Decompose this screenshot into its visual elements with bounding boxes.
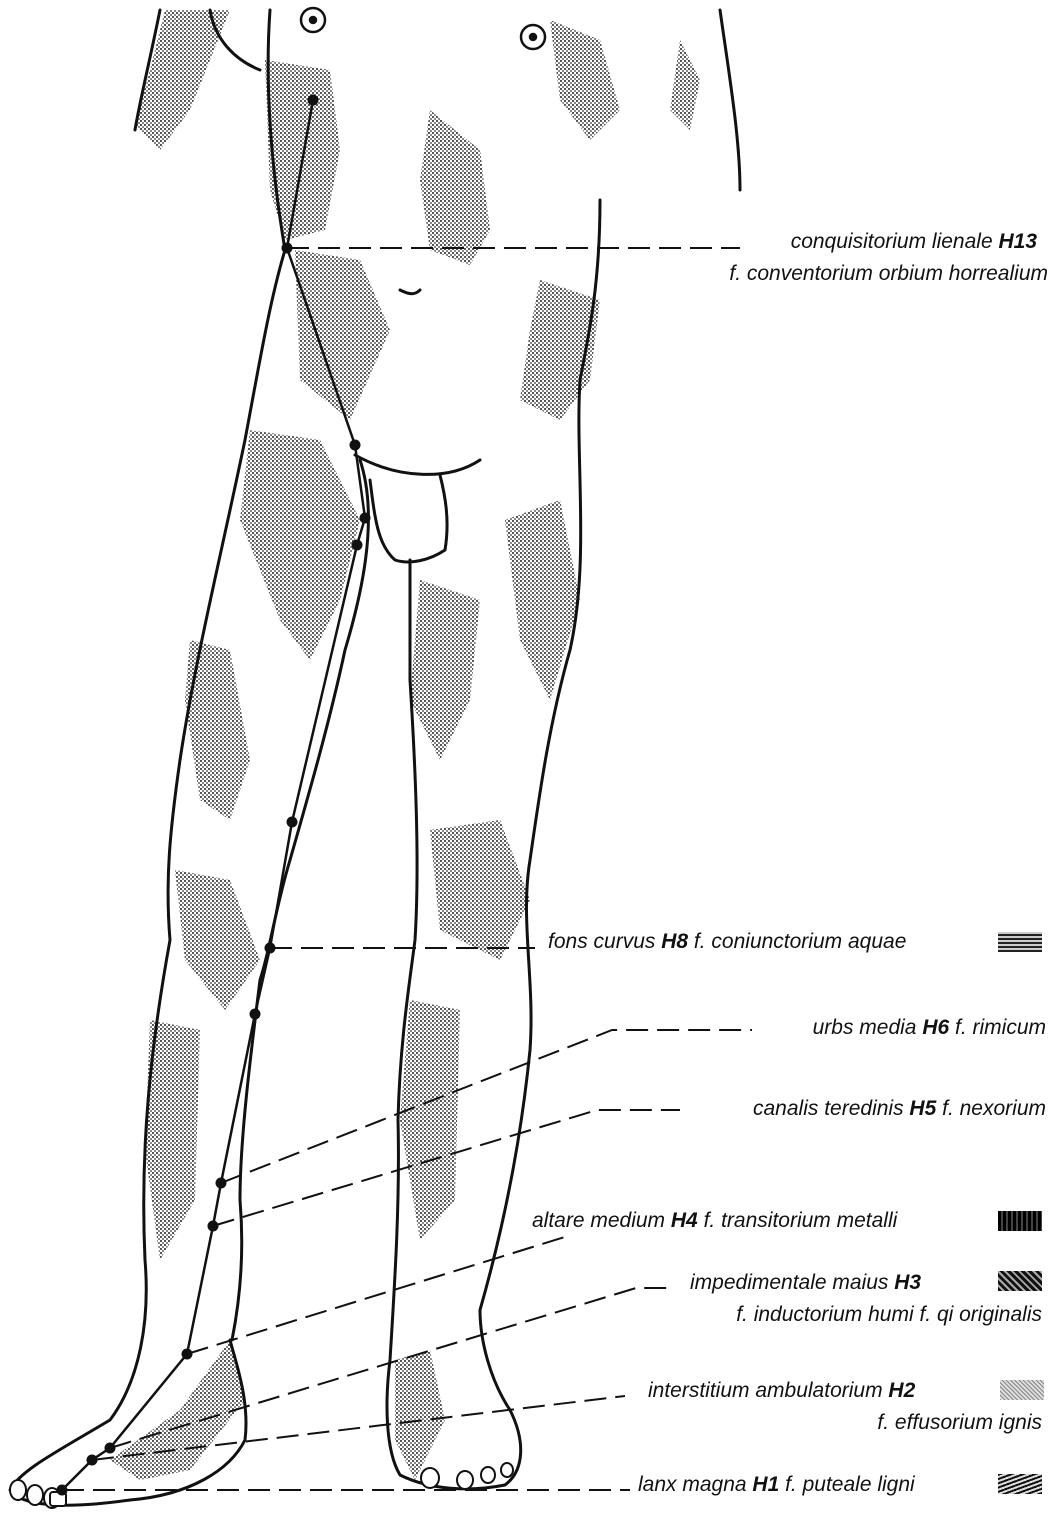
label-h8: fons curvus H8 f. coniunctorium aquae xyxy=(548,930,906,954)
label-h2: interstitium ambulatorium H2 xyxy=(648,1379,915,1403)
label-h4: altare medium H4 f. transitorium metalli xyxy=(532,1209,897,1233)
label-h3: impedimentale maius H3 xyxy=(690,1271,921,1295)
label-h5: canalis teredinis H5 f. nexorium xyxy=(753,1097,1046,1121)
acupoint-thigh xyxy=(287,817,298,828)
label-h2-sub: f. effusorium ignis xyxy=(877,1411,1042,1435)
leader-h4 xyxy=(187,1236,568,1354)
leader-lines xyxy=(62,248,752,1490)
leader-h6 xyxy=(221,1030,752,1183)
acupoint-shin xyxy=(250,1009,261,1020)
label-h13-sub: f. conventorium orbium horrealium xyxy=(729,262,1048,286)
label-h3-sub: f. inductorium humi f. qi originalis xyxy=(736,1303,1042,1327)
earth-swatch xyxy=(998,1271,1042,1291)
wood-swatch xyxy=(998,1474,1042,1494)
metal-swatch xyxy=(998,1211,1042,1231)
nipples xyxy=(301,8,545,49)
label-h1: lanx magna H1 f. puteale ligni xyxy=(638,1473,915,1497)
label-h13: conquisitorium lienale H13 xyxy=(791,230,1037,254)
acupoint-groin-1 xyxy=(350,440,361,451)
fire-swatch xyxy=(1000,1380,1044,1400)
torso-shading xyxy=(135,10,700,420)
label-h6: urbs media H6 f. rimicum xyxy=(813,1016,1046,1040)
acupoint-groin-3 xyxy=(352,540,363,551)
body-outline xyxy=(10,10,740,1505)
acupoint-groin-2 xyxy=(360,513,371,524)
leg-shading xyxy=(110,430,580,1480)
acupoint-upper xyxy=(308,95,319,106)
water-swatch xyxy=(998,932,1042,952)
